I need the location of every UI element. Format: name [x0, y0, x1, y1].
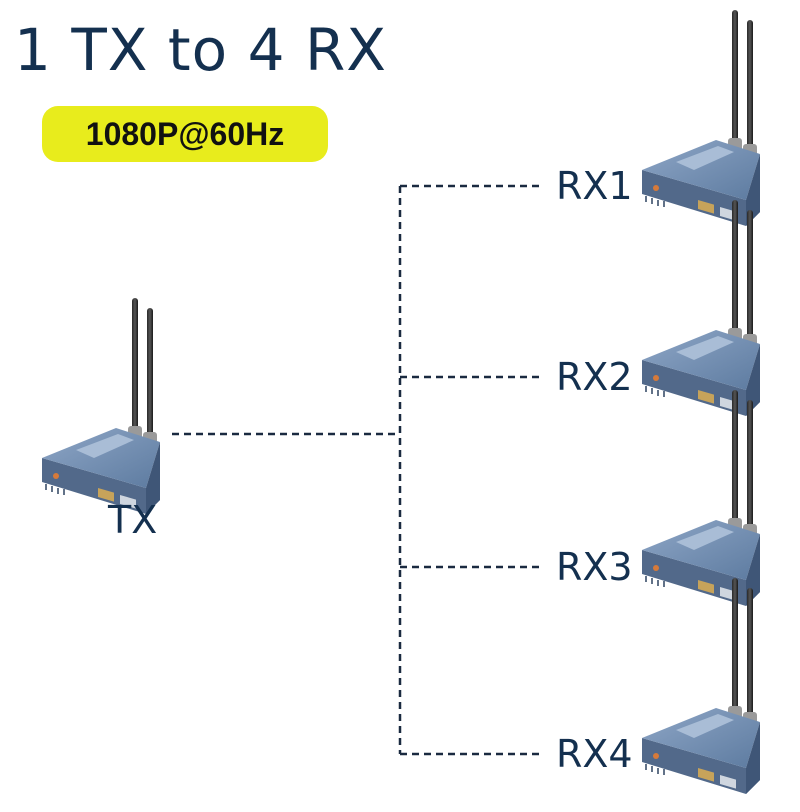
resolution-badge-label: 1080P@60Hz	[85, 115, 285, 152]
rx2-label: RX2	[556, 355, 633, 399]
tx-label: TX	[108, 498, 158, 542]
rx4-device-icon	[636, 572, 776, 812]
rx4-label: RX4	[556, 732, 633, 776]
rx3-label: RX3	[556, 545, 633, 589]
tx-device-icon	[36, 292, 176, 532]
rx1-label: RX1	[556, 164, 633, 208]
resolution-badge: 1080P@60Hz	[42, 106, 328, 162]
page-title: 1 TX to 4 RX	[14, 16, 387, 84]
